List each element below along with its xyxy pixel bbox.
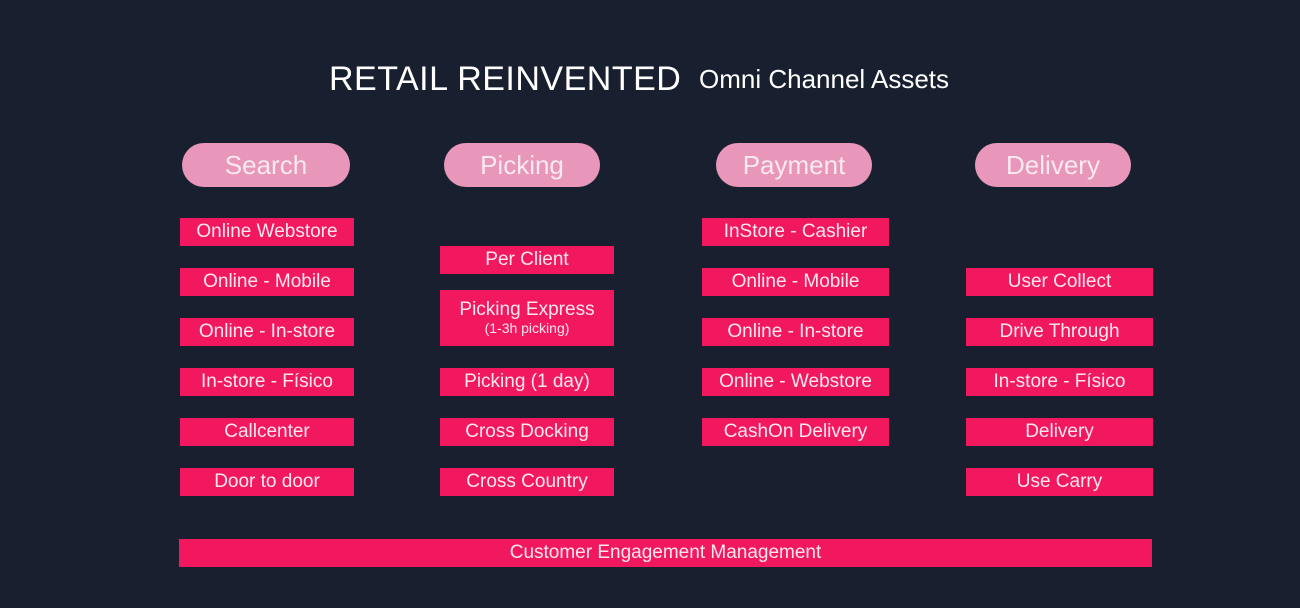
payment-item: InStore - Cashier (702, 218, 889, 246)
picking-item: Cross Country (440, 468, 614, 496)
picking-item: Picking Express (1-3h picking) (440, 290, 614, 346)
delivery-item: In-store - Físico (966, 368, 1153, 396)
search-item: Online Webstore (180, 218, 354, 246)
picking-item-sublabel: (1-3h picking) (484, 319, 570, 336)
delivery-item: Delivery (966, 418, 1153, 446)
picking-item: Picking (1 day) (440, 368, 614, 396)
column-header-delivery: Delivery (975, 143, 1131, 187)
picking-item-label: Picking Express (459, 298, 595, 320)
payment-item: Online - Webstore (702, 368, 889, 396)
payment-item: CashOn Delivery (702, 418, 889, 446)
diagram-title: RETAIL REINVENTED (329, 60, 682, 98)
diagram-subtitle: Omni Channel Assets (699, 64, 950, 94)
column-header-payment: Payment (716, 143, 872, 187)
delivery-item: Drive Through (966, 318, 1153, 346)
column-header-search: Search (182, 143, 350, 187)
payment-item: Online - Mobile (702, 268, 889, 296)
column-header-picking: Picking (444, 143, 600, 187)
search-item: Online - Mobile (180, 268, 354, 296)
search-item: Online - In-store (180, 318, 354, 346)
delivery-item: User Collect (966, 268, 1153, 296)
picking-item: Cross Docking (440, 418, 614, 446)
search-item: Door to door (180, 468, 354, 496)
search-item: In-store - Físico (180, 368, 354, 396)
delivery-item: Use Carry (966, 468, 1153, 496)
payment-item: Online - In-store (702, 318, 889, 346)
picking-item: Per Client (440, 246, 614, 274)
search-item: Callcenter (180, 418, 354, 446)
customer-engagement-bar: Customer Engagement Management (179, 539, 1152, 567)
